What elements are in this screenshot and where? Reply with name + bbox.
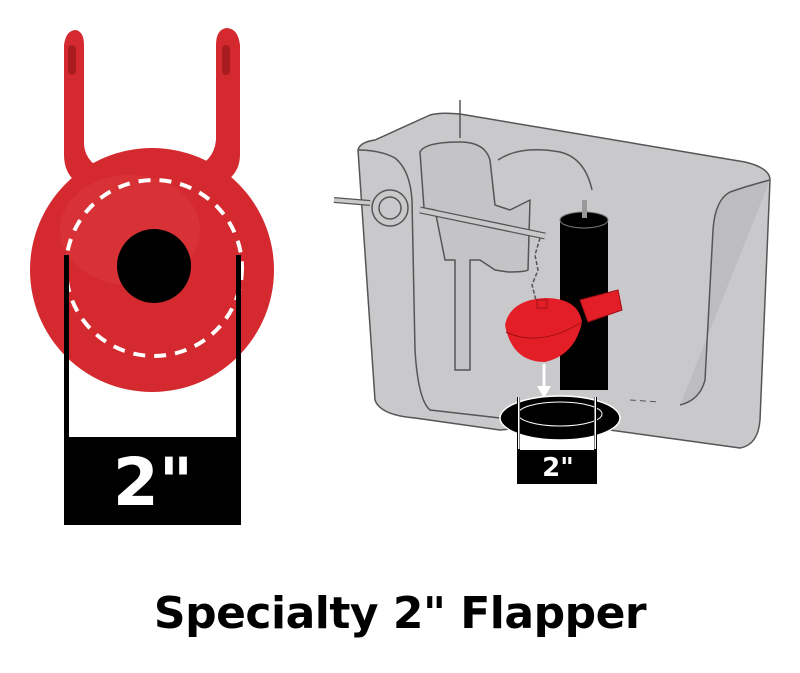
toilet-tank-illustration [320,100,800,500]
dimension-bracket-small [517,397,597,484]
dimension-label-large: 2" [112,444,194,521]
flapper-ears [64,28,240,185]
dimension-bracket [64,255,241,525]
dimension-label-small: 2" [542,453,574,483]
fill-valve [419,141,531,371]
center-hole [117,229,191,303]
chain [531,237,541,301]
flapper-product-image [0,0,300,540]
valve-seat [499,395,621,441]
down-arrow-icon [537,386,551,398]
product-caption: Specialty 2" Flapper [153,588,647,639]
tank-flapper [505,289,623,362]
